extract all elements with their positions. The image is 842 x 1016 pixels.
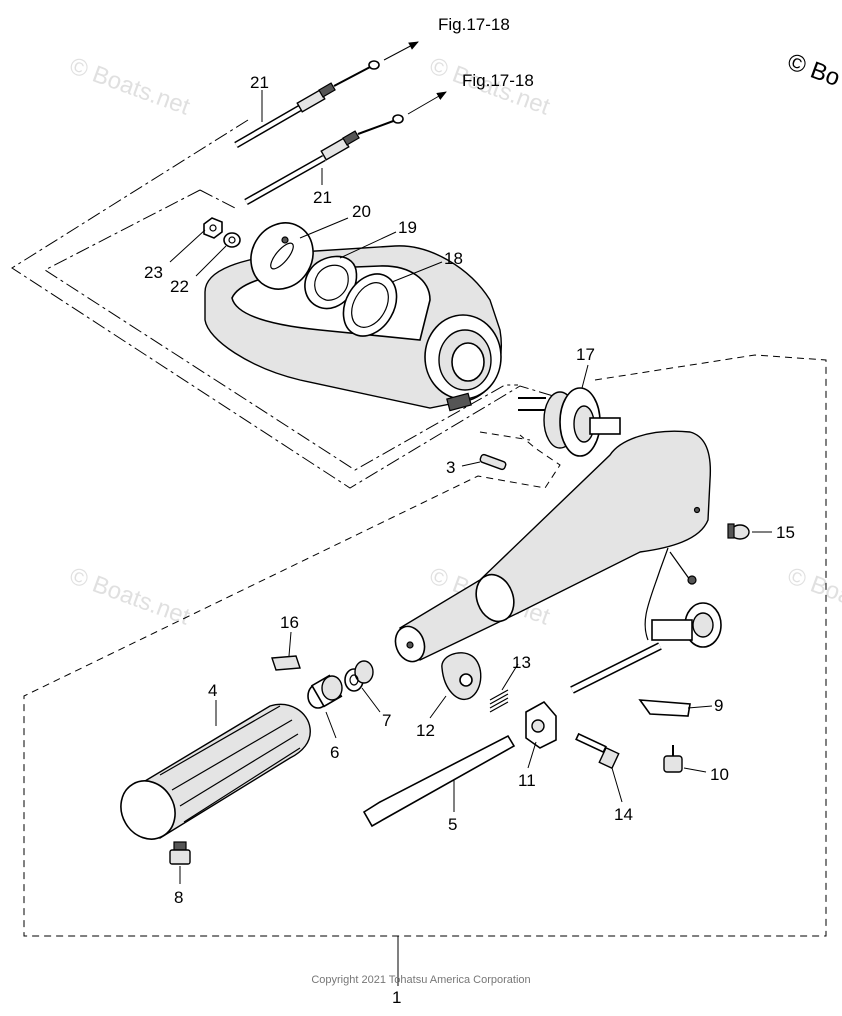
part-label-3: 3: [446, 458, 455, 477]
watermark: © Boats.net: [66, 562, 194, 630]
part-label-9: 9: [714, 696, 723, 715]
tiller-arm: [394, 430, 712, 663]
part-label-19: 19: [398, 218, 417, 237]
part-label-12: 12: [416, 721, 435, 740]
decal-16: [271, 655, 301, 671]
bracket-assembly-outline: [11, 119, 561, 489]
bushing-7: [344, 660, 374, 692]
part-label-20: 20: [352, 202, 371, 221]
part-label-14: 14: [614, 805, 633, 824]
part-label-17: 17: [576, 345, 595, 364]
part-label-21: 21: [250, 73, 269, 92]
watermark: © Boats.net: [784, 562, 842, 630]
part-label-21: 21: [313, 188, 332, 207]
bushing-17: [518, 387, 621, 457]
part-label-13: 13: [512, 653, 531, 672]
nut-23: [203, 217, 223, 239]
reference-upper: Fig.17-18: [438, 15, 510, 34]
screw-8: [169, 841, 191, 865]
part-label-4: 4: [208, 681, 217, 700]
part-label-5: 5: [448, 815, 457, 834]
bolt-14: [575, 732, 620, 770]
pin-3: [479, 453, 507, 471]
figure-references: Fig.17-18 Fig.17-18: [438, 15, 534, 90]
throttle-grip-4: [120, 703, 311, 840]
throttle-cable-lower: [244, 91, 447, 206]
part-label-16: 16: [280, 613, 299, 632]
part-label-11: 11: [518, 771, 536, 790]
part-label-6: 6: [330, 743, 339, 762]
ring-18: [342, 273, 398, 337]
watermark-corner: © Bo: [784, 48, 842, 92]
copyright-notice: Copyright 2021 Tohatsu America Corporati…: [311, 974, 530, 986]
lever-11: [525, 700, 557, 749]
part-label-1: 1: [392, 988, 401, 1007]
part-number-labels: 21 21 20 19 18 23 22 17 3 15 16 4 6 7 12…: [144, 73, 795, 1007]
watermark: © Boats.net: [66, 52, 194, 120]
collar-6: [307, 674, 343, 709]
part-label-23: 23: [144, 263, 163, 282]
part-label-8: 8: [174, 888, 183, 907]
spring-13: [489, 689, 509, 713]
plug-15: [727, 523, 750, 540]
friction-piece-12: [441, 652, 482, 701]
part-label-7: 7: [382, 711, 391, 730]
cover-plate-20: [250, 222, 314, 290]
part-label-10: 10: [710, 765, 729, 784]
part-label-15: 15: [776, 523, 795, 542]
part-label-18: 18: [444, 249, 463, 268]
reference-lower: Fig.17-18: [462, 71, 534, 90]
throttle-cable-upper: [234, 41, 419, 149]
stop-switch: [570, 547, 722, 773]
part-label-22: 22: [170, 277, 189, 296]
tiller-assembly-outline: [23, 354, 827, 937]
leader-lines: [169, 90, 772, 986]
throttle-shaft-5: [362, 734, 516, 828]
washer-22: [223, 232, 241, 248]
